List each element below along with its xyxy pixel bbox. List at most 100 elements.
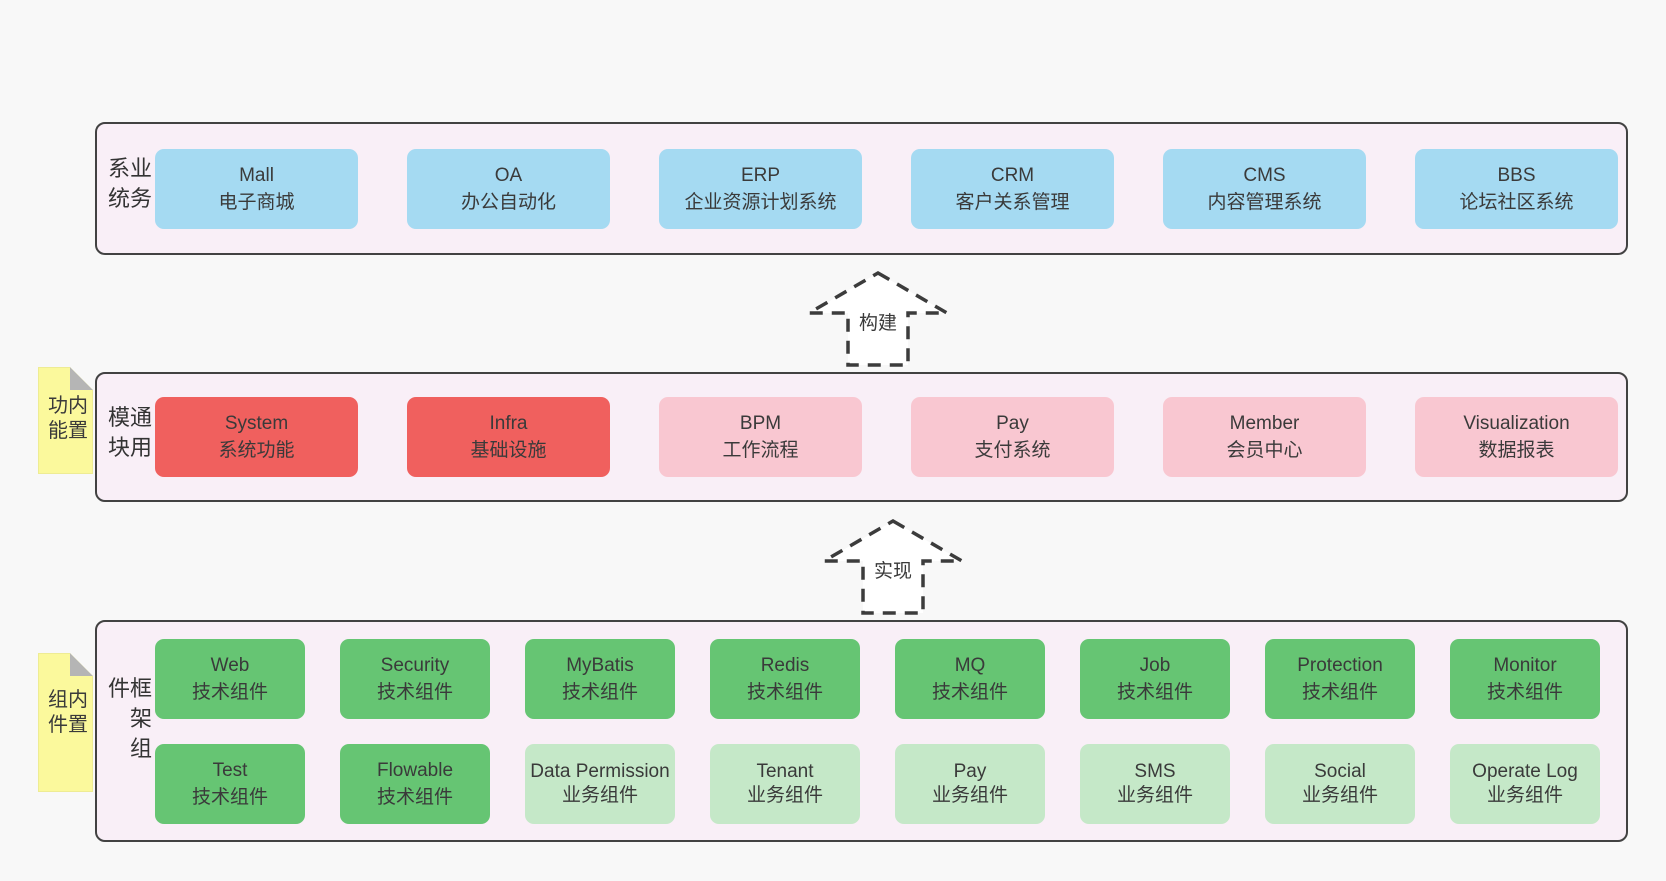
- box-mq: MQ 技术组件: [895, 638, 1045, 719]
- box-title: Web: [210, 654, 250, 676]
- box-title: Tenant: [756, 760, 814, 782]
- box-title: Mall: [239, 164, 274, 186]
- box-sms: SMS 业务组件: [1080, 743, 1230, 824]
- box-subtitle: 内容管理系统: [1207, 191, 1322, 213]
- box-oa: OA 办公自动化: [407, 148, 610, 229]
- box-title: Pay: [996, 413, 1029, 434]
- box-subtitle: 会员中心: [1226, 440, 1303, 461]
- box-title: ERP: [740, 164, 781, 186]
- box-title: SMS: [1134, 760, 1176, 782]
- box-subtitle: 技术组件: [191, 681, 268, 703]
- arrow-label: 实现: [868, 554, 918, 585]
- box-mybatis: MyBatis 技术组件: [525, 638, 675, 719]
- box-title: Protection: [1297, 654, 1383, 676]
- box-social: Social 业务组件: [1265, 743, 1415, 824]
- box-title: Social: [1314, 760, 1366, 782]
- box-system: System 系统功能: [155, 397, 358, 477]
- box-subtitle: 办公自动化: [460, 191, 556, 213]
- box-subtitle: 技术组件: [376, 681, 453, 703]
- box-title: MyBatis: [566, 654, 634, 676]
- box-cms: CMS 内容管理系统: [1163, 148, 1366, 229]
- box-subtitle: 技术组件: [746, 681, 823, 703]
- box-title: Security: [380, 654, 450, 676]
- box-title: Data Permission: [530, 760, 670, 782]
- box-subtitle: 技术组件: [931, 681, 1008, 703]
- layer-title-vertical: 业务系统: [105, 156, 152, 217]
- box-operate-log: Operate Log 业务组件: [1450, 743, 1600, 824]
- layer-framework-components: 框架组件 Web 技术组件 Security 技术组件 MyBatis 技术组件…: [95, 620, 1628, 842]
- framework-row-2: Test 技术组件 Flowable 技术组件 Data Permission …: [155, 743, 1600, 824]
- box-pay-component: Pay 业务组件: [895, 743, 1045, 824]
- box-subtitle: 业务组件: [1301, 784, 1378, 806]
- box-title: Test: [212, 759, 248, 781]
- box-subtitle: 技术组件: [561, 681, 638, 703]
- box-job: Job 技术组件: [1080, 638, 1230, 719]
- box-title: Member: [1229, 413, 1300, 434]
- box-monitor: Monitor 技术组件: [1450, 638, 1600, 719]
- box-visualization: Visualization 数据报表: [1415, 397, 1618, 477]
- box-title: BPM: [739, 413, 782, 434]
- box-redis: Redis 技术组件: [710, 638, 860, 719]
- box-subtitle: 技术组件: [1301, 681, 1378, 703]
- layer-title-vertical: 框架组件: [105, 676, 152, 767]
- box-title: Visualization: [1463, 413, 1570, 434]
- box-erp: ERP 企业资源计划系统: [659, 148, 862, 229]
- box-subtitle: 业务组件: [1116, 784, 1193, 806]
- box-subtitle: 工作流程: [722, 440, 799, 461]
- box-subtitle: 业务组件: [931, 784, 1008, 806]
- box-title: Job: [1139, 654, 1171, 676]
- common-modules-row: System 系统功能 Infra 基础设施 BPM 工作流程 Pay 支付系统…: [155, 374, 1618, 500]
- box-title: Infra: [489, 413, 528, 434]
- layer-common-modules: 通用模块 System 系统功能 Infra 基础设施 BPM 工作流程 Pay…: [95, 372, 1628, 502]
- box-data-permission: Data Permission 业务组件: [525, 743, 675, 824]
- box-web: Web 技术组件: [155, 638, 305, 719]
- framework-components-rows: Web 技术组件 Security 技术组件 MyBatis 技术组件 Redi…: [155, 622, 1600, 840]
- box-title: OA: [494, 164, 523, 186]
- box-bbs: BBS 论坛社区系统: [1415, 148, 1618, 229]
- box-subtitle: 业务组件: [1486, 784, 1563, 806]
- box-infra: Infra 基础设施: [407, 397, 610, 477]
- box-subtitle: 企业资源计划系统: [684, 191, 837, 213]
- folded-corner-icon: [70, 653, 93, 676]
- box-test: Test 技术组件: [155, 743, 305, 824]
- box-subtitle: 业务组件: [561, 784, 638, 806]
- box-subtitle: 技术组件: [1486, 681, 1563, 703]
- box-subtitle: 支付系统: [974, 440, 1051, 461]
- box-flowable: Flowable 技术组件: [340, 743, 490, 824]
- box-title: Operate Log: [1472, 760, 1578, 782]
- box-member: Member 会员中心: [1163, 397, 1366, 477]
- box-tenant: Tenant 业务组件: [710, 743, 860, 824]
- box-subtitle: 数据报表: [1478, 440, 1555, 461]
- arrow-build-up: 构建: [806, 270, 950, 368]
- box-subtitle: 业务组件: [746, 784, 823, 806]
- box-subtitle: 论坛社区系统: [1459, 191, 1574, 213]
- box-security: Security 技术组件: [340, 638, 490, 719]
- box-subtitle: 系统功能: [218, 440, 295, 461]
- box-title: Monitor: [1493, 654, 1557, 676]
- box-title: Redis: [760, 654, 810, 676]
- arrow-implement-up: 实现: [821, 518, 965, 616]
- box-subtitle: 基础设施: [470, 440, 547, 461]
- box-mall: Mall 电子商城: [155, 148, 358, 229]
- framework-row-1: Web 技术组件 Security 技术组件 MyBatis 技术组件 Redi…: [155, 638, 1600, 719]
- box-title: BBS: [1497, 164, 1536, 186]
- box-protection: Protection 技术组件: [1265, 638, 1415, 719]
- business-systems-row: Mall 电子商城 OA 办公自动化 ERP 企业资源计划系统 CRM 客户关系…: [155, 124, 1618, 253]
- box-title: Pay: [953, 760, 987, 782]
- box-subtitle: 技术组件: [1116, 681, 1193, 703]
- box-subtitle: 电子商城: [218, 191, 295, 213]
- box-title: CMS: [1243, 164, 1286, 186]
- sticky-note-label: 内置功能: [44, 393, 87, 444]
- sticky-note-built-in-functions: 内置功能: [38, 367, 93, 474]
- arrow-label: 构建: [853, 306, 903, 337]
- box-bpm: BPM 工作流程: [659, 397, 862, 477]
- box-pay-module: Pay 支付系统: [911, 397, 1114, 477]
- sticky-note-label: 内置组件: [44, 687, 87, 738]
- box-title: CRM: [990, 164, 1035, 186]
- box-title: System: [224, 413, 289, 434]
- box-title: Flowable: [376, 759, 454, 781]
- box-title: MQ: [954, 654, 986, 676]
- sticky-note-built-in-components: 内置组件: [38, 653, 93, 792]
- layer-title-vertical: 通用模块: [105, 405, 152, 466]
